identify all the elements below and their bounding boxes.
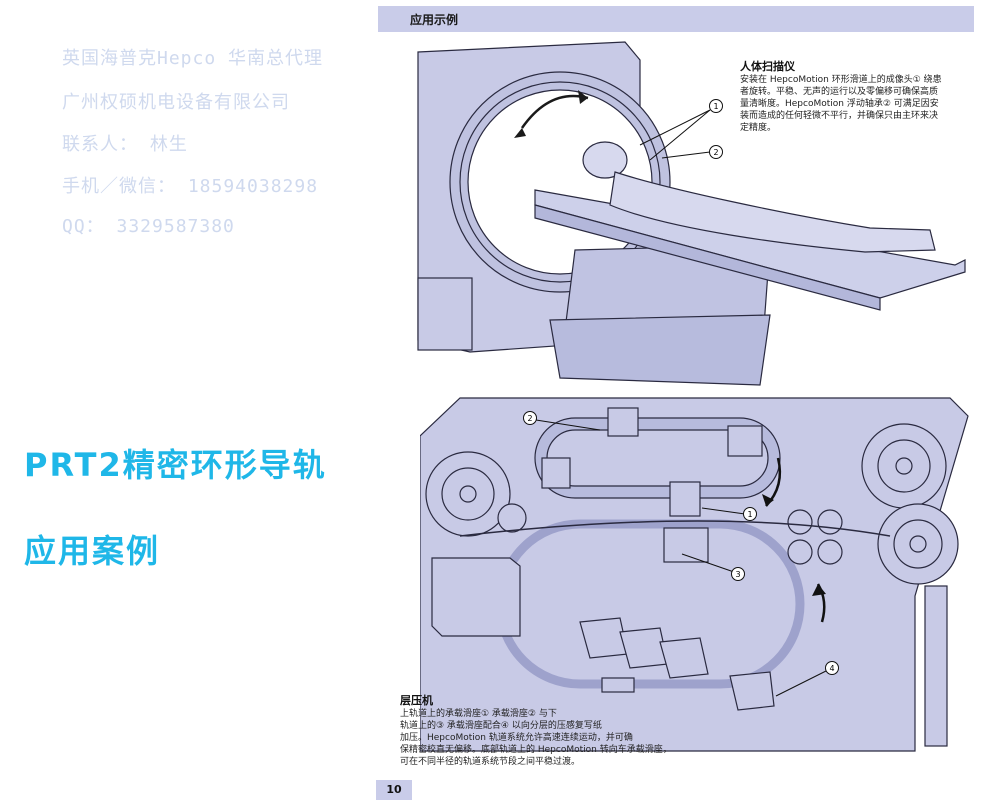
scanner-desc-line: 定精度。	[740, 123, 777, 133]
scanner-callout-1: 1	[713, 102, 718, 111]
watermark-line-phone: 手机／微信： 18594038298	[62, 176, 319, 197]
laminator-callout-1: 1	[747, 510, 752, 519]
laminator-description: 上轨道上的承载滑座① 承载滑座② 与下 轨道上的③ 承载滑座配合④ 以向分层的压…	[400, 708, 672, 768]
scanner-desc-line: 安装在 HepcoMotion 环形滑道上的成像头① 绕患	[740, 75, 942, 85]
scanner-desc-line: 量清晰度。HepcoMotion 浮动轴承② 可满足因安	[740, 99, 939, 109]
laminator-callout-2: 2	[527, 414, 532, 423]
laminator-desc-line: 加压。HepcoMotion 轨道系统允许高速连续运动，并可确	[400, 733, 633, 743]
body-scanner-illustration: 1 2	[417, 41, 966, 386]
overlay-title-line1: PRT2精密环形导轨	[24, 446, 327, 484]
watermark-line-qq: QQ： 3329587380	[62, 216, 235, 237]
section-header-title: 应用示例	[410, 13, 459, 27]
page-number: 10	[376, 780, 412, 800]
overlay-title-line2: 应用案例	[24, 532, 161, 570]
scanner-desc-line: 者旋转。平稳、无声的运行以及零偏移可确保高质	[740, 87, 939, 97]
laminator-desc-line: 保精密校直无偏移。底部轨道上的 HepcoMotion 转向车承载滑座，	[400, 745, 672, 755]
scanner-desc-line: 装而造成的任何轻微不平行，并确保只由主环来决	[740, 111, 939, 121]
watermark-line-distributor: 英国海普克Hepco 华南总代理	[62, 48, 324, 69]
scanner-callout-2: 2	[713, 148, 718, 157]
laminator-desc-line: 上轨道上的承载滑座① 承载滑座② 与下	[400, 709, 557, 719]
scanner-description: 安装在 HepcoMotion 环形滑道上的成像头① 绕患 者旋转。平稳、无声的…	[740, 74, 942, 134]
scanner-heading: 人体扫描仪	[740, 60, 795, 73]
section-header-bar: 应用示例	[378, 6, 974, 32]
laminator-callout-4: 4	[829, 664, 834, 673]
laminator-desc-line: 轨道上的③ 承载滑座配合④ 以向分层的压感复写纸	[400, 721, 602, 731]
laminator-heading: 层压机	[400, 694, 433, 707]
watermark-line-company: 广州权硕机电设备有限公司	[62, 92, 290, 113]
laminator-callout-3: 3	[735, 570, 740, 579]
laminator-illustration: 2 1 3 4	[420, 397, 969, 752]
laminator-desc-line: 可在不同半径的轨道系统节段之间平稳过渡。	[400, 757, 581, 767]
watermark-line-contact: 联系人： 林生	[62, 134, 188, 155]
